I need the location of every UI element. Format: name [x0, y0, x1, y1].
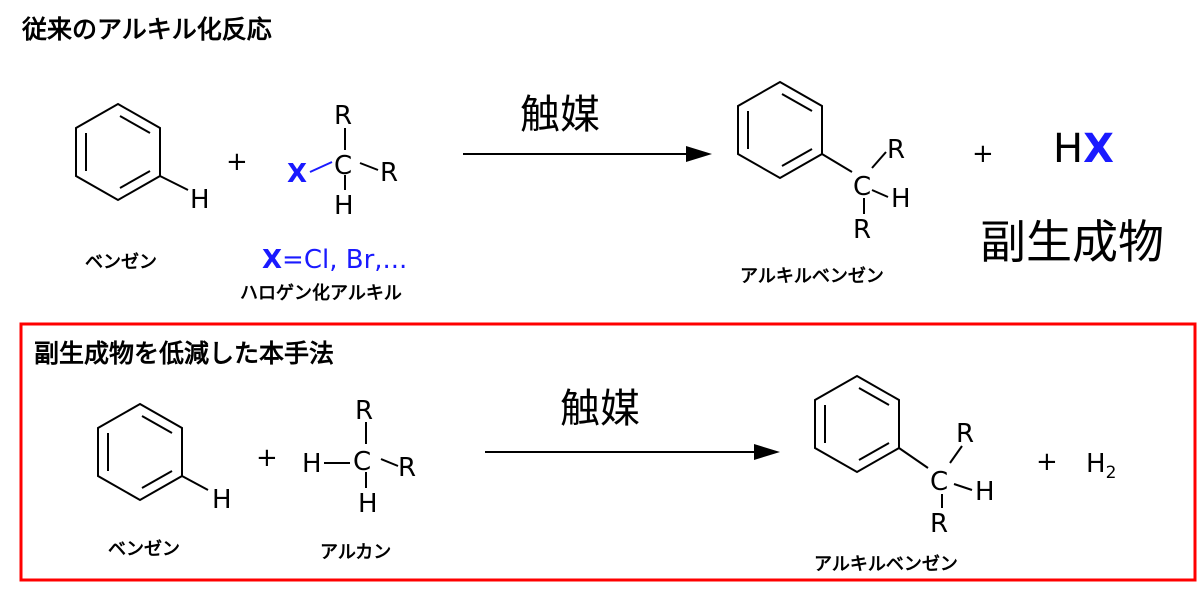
halide-name: ハロゲン化アルキル: [240, 282, 402, 304]
plus-sign-1b: +: [972, 139, 994, 169]
arrowhead-1: [686, 146, 712, 162]
product1-r-top: R: [887, 135, 905, 165]
halide-c-label: C: [334, 151, 352, 181]
alkane-r-top: R: [355, 396, 373, 426]
arrowhead-2: [754, 444, 780, 460]
catalyst-label-1: 触媒: [520, 92, 600, 138]
product2-c-label: C: [930, 467, 948, 497]
product-ring-2: [814, 374, 973, 508]
product2-r-top: R: [956, 419, 974, 449]
alkane-bonds: [324, 422, 399, 488]
benzene-ring-2: [97, 402, 209, 502]
benzene-name-1: ベンゼン: [85, 251, 157, 273]
product1-h-right: H: [891, 184, 911, 214]
section1-title: 従来のアルキル化反応: [21, 15, 272, 44]
catalyst-label-2: 触媒: [560, 386, 640, 432]
product2-r-bottom: R: [930, 509, 948, 539]
product-ring-1: [737, 80, 889, 214]
alkyl-halide-bonds: [344, 128, 379, 190]
alkane-r-right: R: [398, 453, 416, 483]
product1-name: アルキルベンゼン: [740, 265, 884, 287]
byproduct-hx: HX: [1053, 126, 1114, 172]
product1-c-label: C: [853, 172, 871, 202]
byproduct-h2: H2: [1086, 449, 1116, 483]
benzene-ring-1: [75, 102, 189, 202]
plus-sign-2b: +: [1036, 447, 1058, 477]
plus-sign-2a: +: [256, 443, 278, 473]
alkane-h-bottom: H: [358, 489, 378, 519]
plus-sign-1a: +: [226, 147, 248, 177]
halide-r-right: R: [380, 158, 398, 188]
benzene-name-2: ベンゼン: [108, 538, 180, 560]
section2-title: 副生成物を低減した本手法: [34, 339, 334, 368]
byproduct-label: 副生成物: [980, 215, 1164, 269]
alkane-name: アルカン: [320, 542, 391, 563]
product2-name: アルキルベンゼン: [814, 553, 958, 575]
alkane-c-label: C: [353, 447, 371, 477]
halide-x-note: X=Cl, Br,...: [262, 245, 407, 275]
halide-x-label: X: [287, 159, 307, 189]
benzene-h-label-1: H: [190, 185, 210, 215]
benzene-h-label-2: H: [212, 485, 232, 515]
product2-h-right: H: [975, 477, 995, 507]
halide-r-top: R: [334, 101, 352, 131]
method-frame: [19, 322, 1197, 582]
product1-r-bottom: R: [853, 215, 871, 245]
alkane-h-left: H: [302, 449, 322, 479]
halide-x-bond: [309, 161, 333, 173]
halide-h-bottom: H: [334, 191, 354, 221]
